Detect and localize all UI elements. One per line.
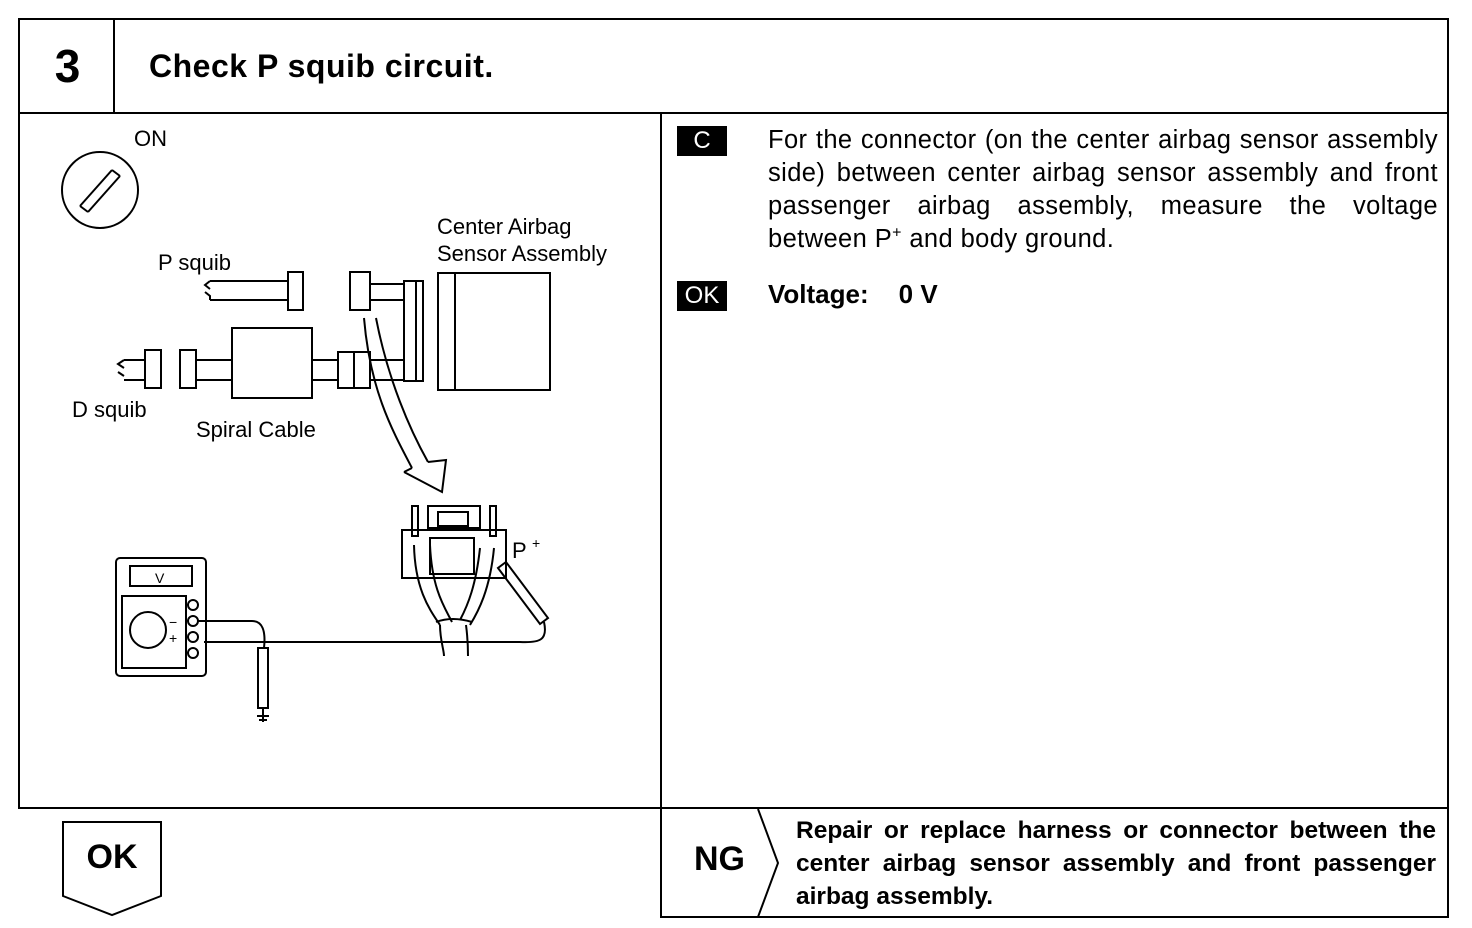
p-squib-connector-icon <box>203 271 304 311</box>
ng-result-text: Repair or replace harness or connector b… <box>796 817 1436 910</box>
step-title-box: Check P squib circuit. <box>113 18 1449 114</box>
center-sensor-label-line2: Sensor Assembly <box>437 241 607 266</box>
spec-value: 0 V <box>898 279 938 309</box>
spec-label: Voltage: <box>768 279 869 309</box>
ng-chevron-icon <box>757 809 780 917</box>
column-divider <box>660 112 662 918</box>
instruction-badge: C <box>677 126 727 156</box>
step-number: 3 <box>54 40 81 92</box>
p-squib-label: P squib <box>158 250 231 275</box>
meter-minus-label: − <box>169 614 177 630</box>
ignition-switch-icon <box>61 151 139 229</box>
multimeter-icon <box>115 557 269 722</box>
curved-arrow-icon <box>363 317 448 494</box>
d-squib-connector-icon <box>116 349 162 389</box>
ok-result-label: OK <box>86 838 138 876</box>
center-airbag-sensor-icon <box>437 272 551 391</box>
spiral-cable-label: Spiral Cable <box>196 417 316 442</box>
step-number-box: 3 <box>18 18 115 114</box>
meter-plus-label: + <box>169 630 177 646</box>
spec-badge: OK <box>677 281 727 311</box>
ok-result-tag-icon <box>62 821 162 917</box>
ignition-label: ON <box>134 126 167 151</box>
p-plus-connector-detail-icon <box>204 505 550 657</box>
instruction-text: For the connector (on the center airbag … <box>768 126 1438 253</box>
sensor-connector-icon <box>349 271 424 382</box>
meter-v-label: V <box>155 570 165 586</box>
spiral-cable-icon <box>179 327 404 399</box>
spec-line: Voltage: 0 V <box>768 279 938 310</box>
center-sensor-label-line1: Center Airbag <box>437 214 572 239</box>
ng-result-label: NG <box>694 840 745 878</box>
p-plus-label: P <box>512 538 527 563</box>
p-plus-sup-label: + <box>532 535 540 551</box>
step-title: Check P squib circuit. <box>149 47 494 84</box>
circuit-illustration: ON Center Airbag Sensor Assembly P squib… <box>61 126 607 722</box>
ng-result-box <box>660 807 1449 918</box>
d-squib-label: D squib <box>72 397 147 422</box>
